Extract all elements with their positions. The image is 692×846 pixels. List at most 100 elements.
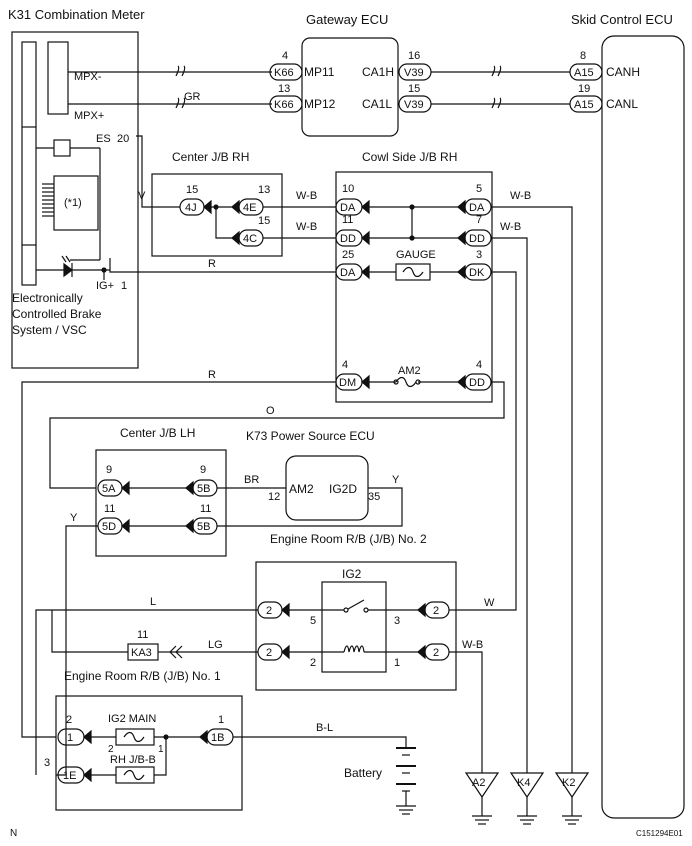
connector-a15-label: A15: [574, 67, 594, 79]
wire-color-wb: W-B: [510, 190, 531, 202]
terminal-arrow: [231, 199, 240, 215]
ground-k2: [554, 772, 590, 825]
connector-pin: 11: [342, 214, 353, 226]
gateway-title: Gateway ECU: [306, 12, 388, 27]
connector-1-label: 1: [67, 732, 73, 744]
connector-pin: 10: [342, 183, 354, 195]
connector-2-label: 2: [433, 647, 439, 659]
wire-color-o: O: [266, 405, 275, 417]
fuse-pin: 1: [158, 744, 164, 755]
fuse-icon: [402, 266, 424, 278]
er-rb2-box: [255, 561, 457, 691]
gateway-ecu-box: [301, 37, 399, 137]
terminal-arrow: [361, 264, 370, 280]
cowl-jb-rh-box: [335, 171, 493, 403]
wire-color-wb: W-B: [500, 221, 521, 233]
connector-1e-label: 1E: [63, 770, 76, 782]
switch-contact: [343, 607, 349, 613]
meter-box: [11, 31, 139, 369]
connector-da-label: DA: [469, 202, 485, 214]
connector-pin: 15: [186, 184, 198, 196]
wire-ka3-left: [51, 610, 128, 653]
gateway-pin: 16: [408, 50, 420, 62]
ground-label: A2: [472, 777, 485, 789]
meter-box-label: (*1): [64, 197, 82, 209]
relay-pin: 3: [394, 615, 400, 627]
footer-left: N: [10, 828, 17, 839]
led-icon: [61, 255, 73, 278]
connector-dm-label: DM: [339, 377, 356, 389]
fuse-terminal: [393, 379, 399, 385]
meter-comb-lines: [42, 183, 54, 217]
wire-wb-k4: [491, 237, 528, 773]
wire-color-wb: W-B: [462, 639, 483, 651]
wire-wb-a2: [449, 651, 483, 773]
terminal-arrow: [457, 264, 466, 280]
center-jb-rh-box: [151, 173, 283, 257]
terminal-arrow: [281, 602, 290, 618]
connector-pin: 3: [476, 249, 482, 261]
meter-sub-box: [53, 175, 99, 231]
connector-pin: 11: [137, 629, 148, 641]
wire-color-v: V: [138, 190, 146, 202]
terminal-arrow: [121, 480, 130, 496]
power-ecu-pin: 35: [368, 491, 380, 503]
relay-pin: 5: [310, 615, 316, 627]
connector-k66-label: K66: [274, 67, 294, 79]
connector-pin: 7: [476, 214, 482, 226]
wire-color-wb: W-B: [296, 190, 317, 202]
gateway-pin: 15: [408, 83, 420, 95]
center-lh-title: Center J/B LH: [120, 426, 195, 440]
connector-2-label: 2: [266, 605, 272, 617]
terminal-arrow: [457, 374, 466, 390]
power-ecu-terminal-am2: AM2: [289, 482, 314, 496]
es-pin: 20: [117, 133, 129, 145]
wire-color-y: Y: [392, 474, 400, 486]
wire-color-br: BR: [244, 474, 259, 486]
rh-jbb-fuse: [115, 766, 155, 784]
skid-terminal-canh: CANH: [606, 65, 640, 79]
terminal-arrow: [199, 729, 208, 745]
connector-dd-label: DD: [469, 233, 485, 245]
fuse-icon: [395, 376, 417, 388]
wire-color-w: W: [484, 597, 495, 609]
relay-pin: 2: [310, 657, 316, 669]
brake-label-2: Controlled Brake: [12, 307, 102, 321]
footer-code: C151294E01: [636, 829, 683, 838]
ig2-main-fuse: [115, 728, 155, 746]
connector-a15-label: A15: [574, 99, 594, 111]
skid-control-ecu-box: [601, 35, 685, 819]
connector-ka3-label: KA3: [131, 647, 152, 659]
connector-da-label: DA: [340, 202, 356, 214]
connector-k66-lower: [269, 95, 303, 113]
wire-r-dm: [21, 381, 336, 738]
meter-bottom-block: [21, 244, 37, 286]
relay-pin: 1: [394, 657, 400, 669]
connector-pin: 15: [258, 215, 270, 227]
gateway-terminal-ca1l: CA1L: [362, 97, 392, 111]
gateway-terminal-mp11: MP11: [304, 65, 335, 79]
meter-title: K31 Combination Meter: [8, 7, 145, 22]
terminal-arrow: [185, 480, 194, 496]
brake-label-1: Electronically: [12, 291, 83, 305]
terminal-arrow: [361, 199, 370, 215]
wire-wb-k2: [491, 206, 573, 773]
center-rh-title: Center J/B RH: [172, 150, 249, 164]
skid-terminal-canl: CANL: [606, 97, 638, 111]
wire-l: [35, 609, 258, 775]
connector-5d-label: 5D: [102, 521, 116, 533]
connector-v39-label: V39: [404, 99, 424, 111]
terminal-arrow: [361, 374, 370, 390]
terminal-arrow: [83, 729, 92, 745]
wire-y-ig2d: [217, 487, 403, 527]
connector-pin: 11: [200, 503, 211, 515]
connector-pin: 4: [476, 359, 482, 371]
power-ecu-title: K73 Power Source ECU: [246, 429, 375, 443]
fuse-icon: [123, 731, 145, 743]
connector-pin: 9: [200, 464, 206, 476]
connector-pin: 4: [342, 359, 348, 371]
er-rb1-box: [55, 695, 243, 811]
wire-v: [136, 135, 180, 208]
power-ecu-pin: 12: [268, 491, 280, 503]
